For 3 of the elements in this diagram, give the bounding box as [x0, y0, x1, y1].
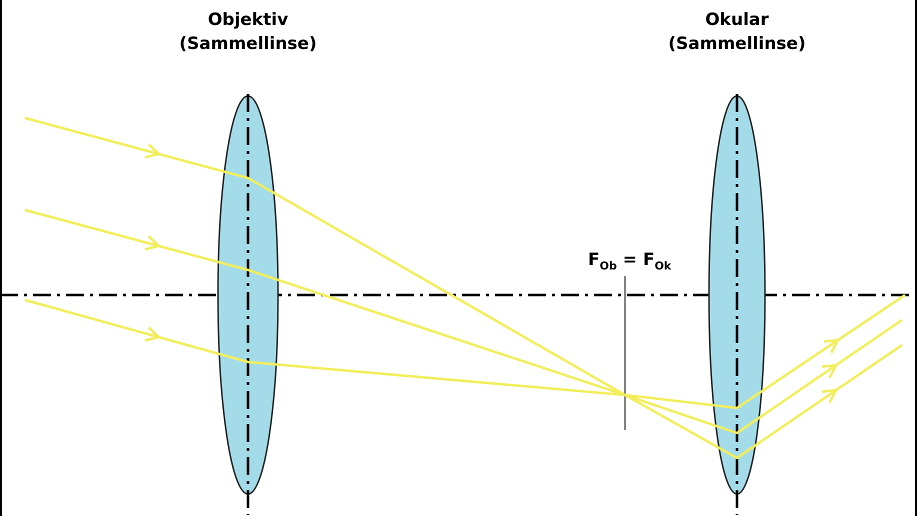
lens-label: Okular (Sammellinse) [667, 9, 807, 56]
lens-label: Objektiv (Sammellinse) [178, 9, 318, 56]
focal-point-label: F$_{Ob}$ = F$_{Ok}$ [588, 250, 672, 272]
